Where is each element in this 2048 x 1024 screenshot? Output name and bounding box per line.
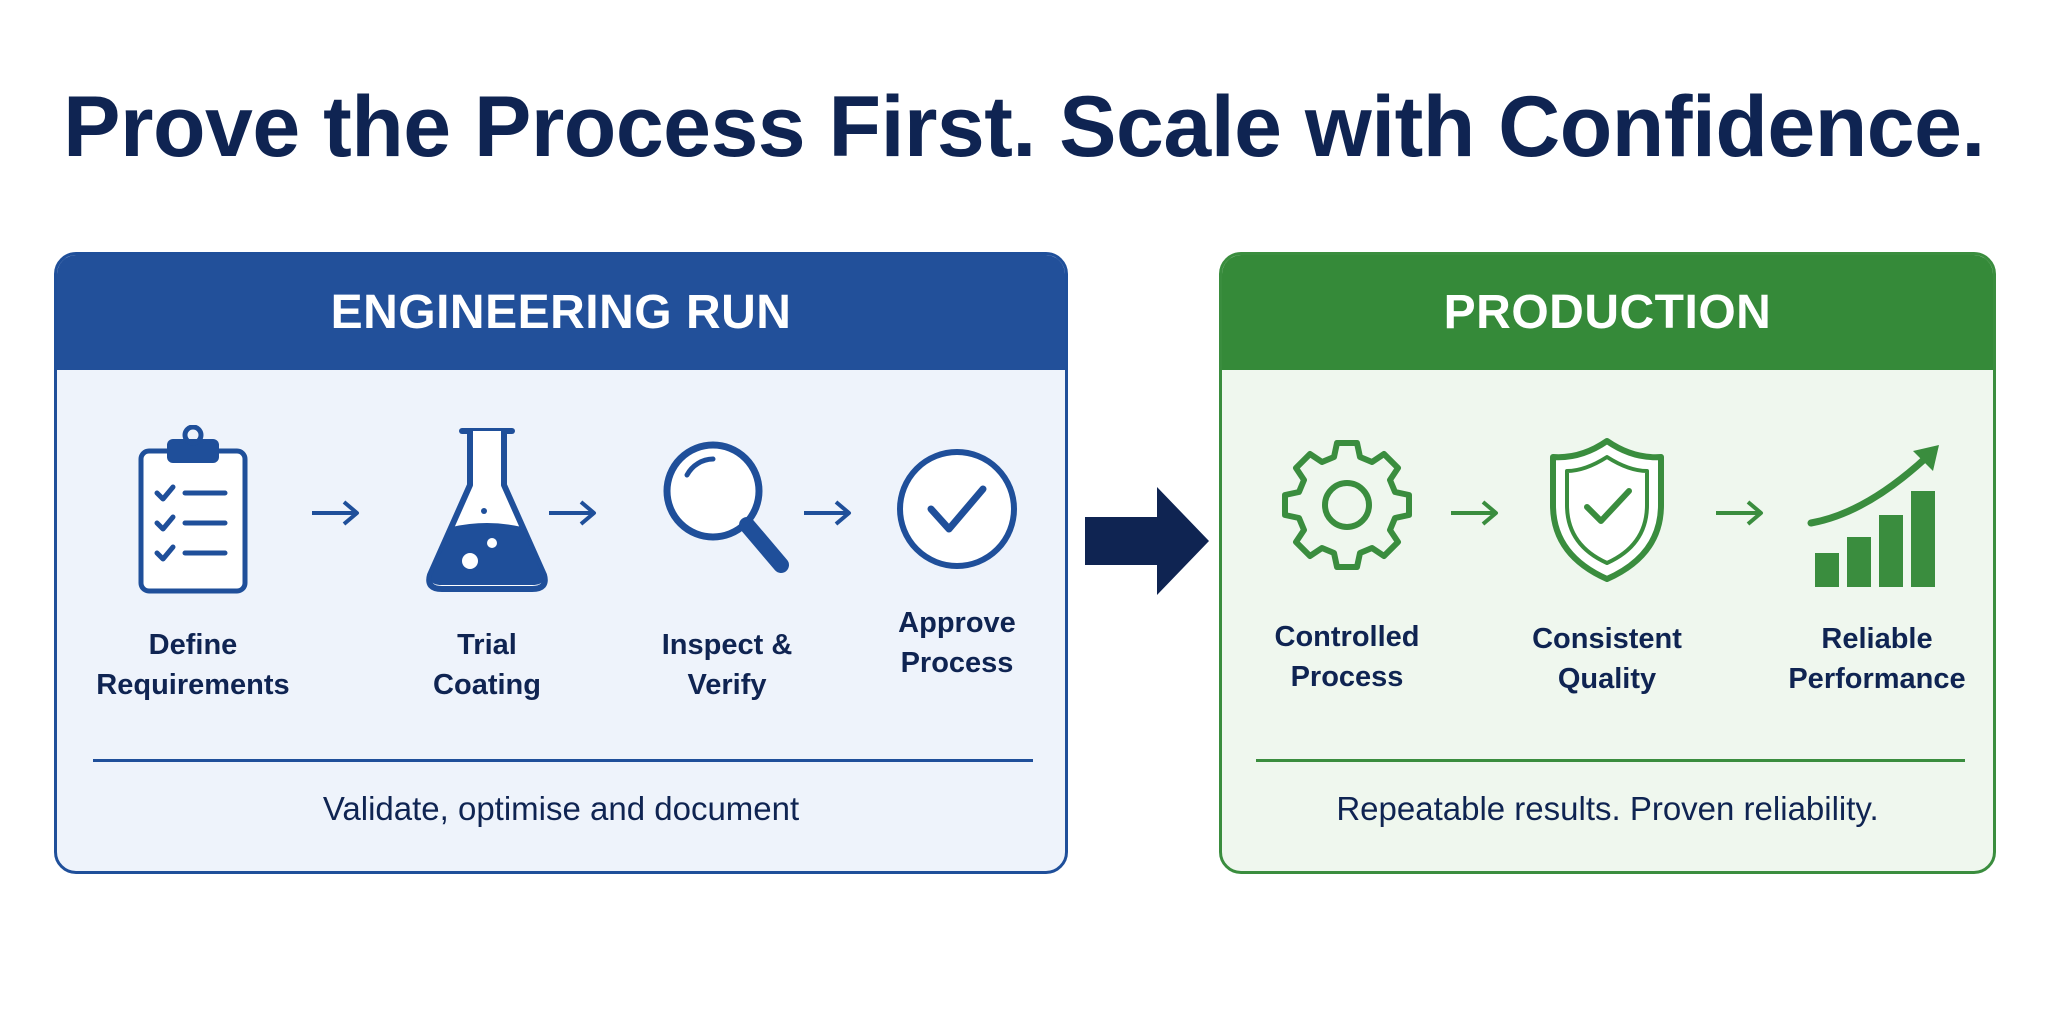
clipboard-checklist-icon bbox=[138, 425, 248, 594]
arrow-right-icon bbox=[804, 500, 851, 526]
big-arrow-right-icon bbox=[1085, 487, 1209, 595]
check-circle-icon bbox=[897, 449, 1017, 569]
magnifier-icon bbox=[663, 441, 789, 573]
step-consistent-quality: Consistent Quality bbox=[1507, 435, 1707, 699]
step-define-requirements: Define Requirements bbox=[83, 425, 303, 705]
page-title: Prove the Process First. Scale with Conf… bbox=[63, 79, 1985, 175]
production-footer: Repeatable results. Proven reliability. bbox=[1336, 790, 1879, 827]
step-inspect-verify: Inspect & Verify bbox=[627, 435, 827, 705]
step-reliable-performance: Reliable Performance bbox=[1772, 443, 1982, 699]
step-label: Controlled Process bbox=[1274, 621, 1420, 693]
flask-icon bbox=[426, 428, 548, 592]
step-label: Approve Process bbox=[898, 607, 1016, 679]
gear-icon bbox=[1282, 440, 1412, 570]
step-approve-process: Approve Process bbox=[867, 443, 1047, 683]
step-trial-coating: Trial Coating bbox=[402, 425, 572, 705]
arrow-right-icon bbox=[1716, 500, 1763, 526]
engineering-run-panel: ENGINEERING RUN Define Requirements bbox=[54, 252, 1068, 874]
arrow-right-icon bbox=[1451, 500, 1498, 526]
step-label: Inspect & Verify bbox=[661, 629, 793, 701]
shield-check-icon bbox=[1550, 438, 1664, 582]
step-label: Reliable Performance bbox=[1788, 623, 1966, 695]
step-controlled-process: Controlled Process bbox=[1252, 433, 1442, 697]
divider bbox=[93, 759, 1033, 762]
step-label: Trial Coating bbox=[433, 629, 541, 701]
engineering-run-header: ENGINEERING RUN bbox=[57, 255, 1065, 370]
arrow-right-icon bbox=[549, 500, 596, 526]
engineering-footer: Validate, optimise and document bbox=[322, 790, 800, 827]
step-label: Define Requirements bbox=[96, 629, 290, 701]
step-label: Consistent Quality bbox=[1532, 623, 1682, 695]
arrow-right-icon bbox=[312, 500, 359, 526]
growth-chart-icon bbox=[1807, 445, 1939, 587]
production-header: PRODUCTION bbox=[1222, 255, 1993, 370]
divider bbox=[1256, 759, 1965, 762]
production-panel: PRODUCTION Controlled Process Consistent… bbox=[1219, 252, 1996, 874]
